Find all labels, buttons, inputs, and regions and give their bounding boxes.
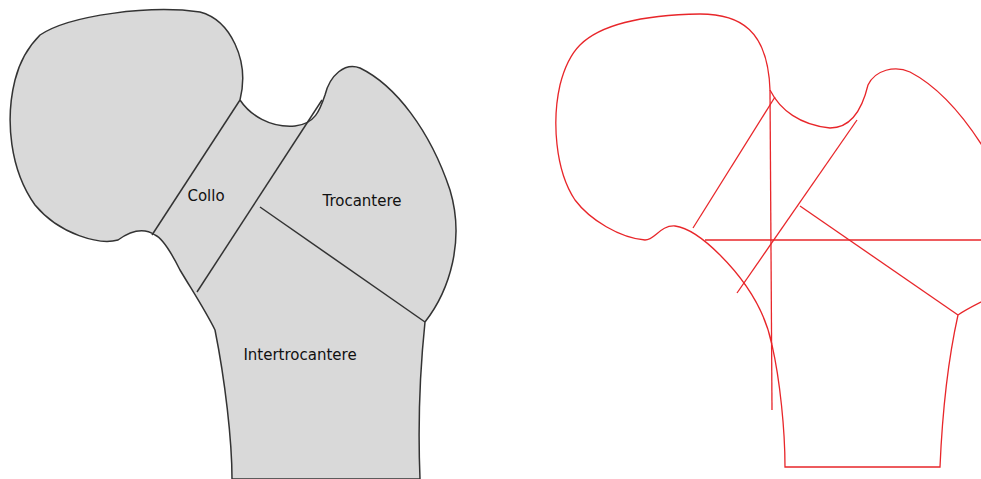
axis-lines xyxy=(693,90,981,410)
region-label: Trocantere xyxy=(322,192,401,210)
region-lines xyxy=(152,100,425,322)
region-label: Intertrocantere xyxy=(243,346,356,364)
region-label: Collo xyxy=(187,187,224,205)
femur-outline-red xyxy=(556,14,981,467)
femur-outline xyxy=(10,10,456,479)
